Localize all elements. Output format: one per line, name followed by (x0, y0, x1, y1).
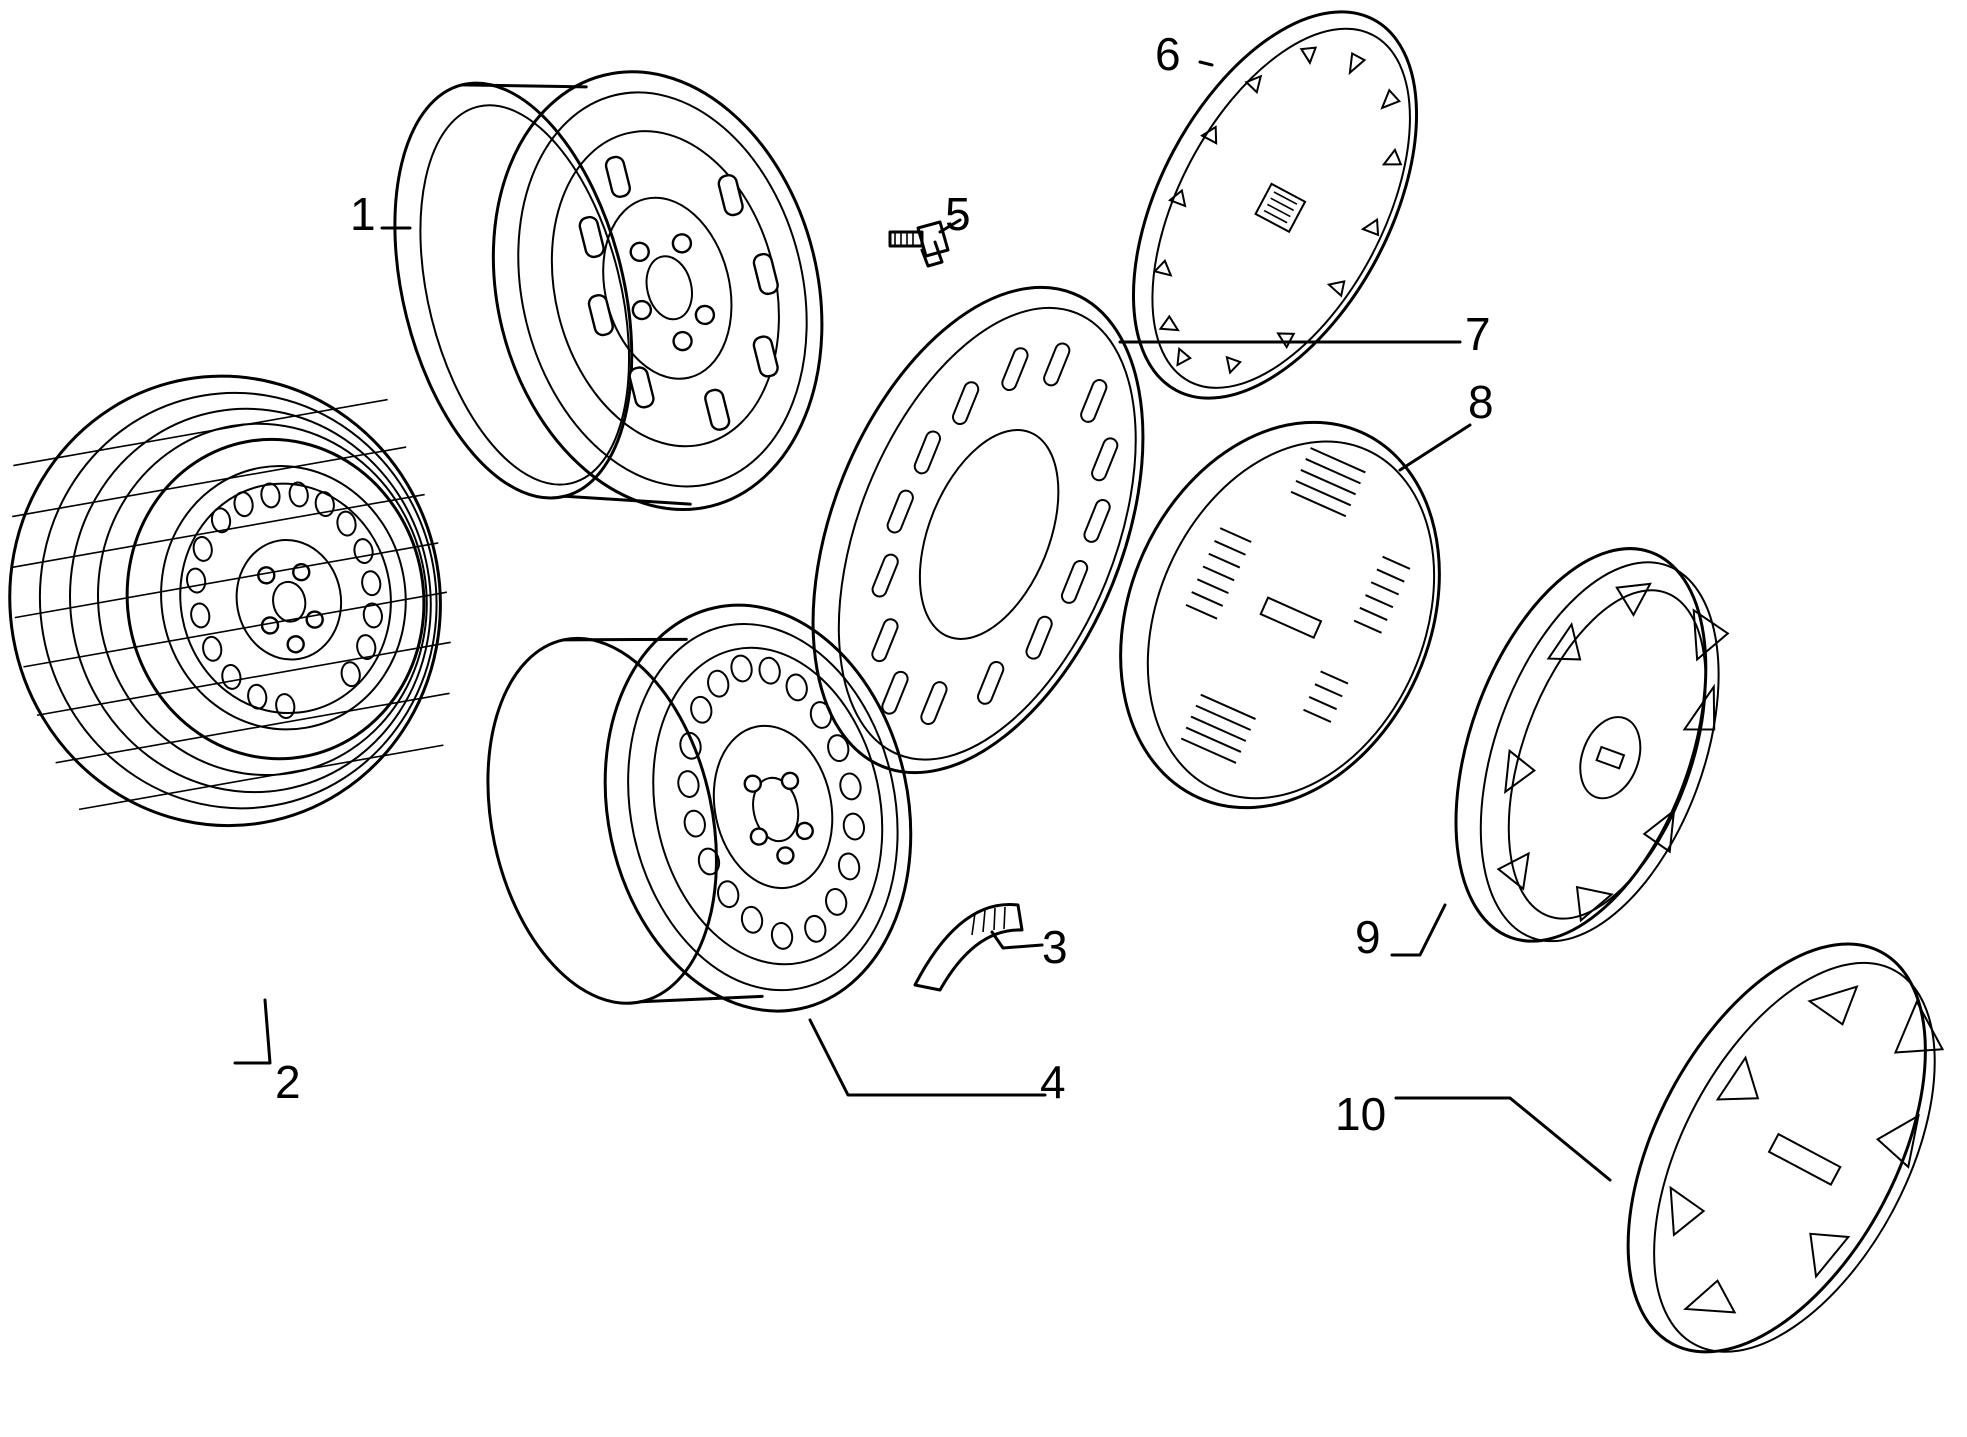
part-6-hubcap-vents (1131, 10, 1419, 400)
label-9: 9 (1355, 911, 1381, 963)
part-1-steel-rim (393, 70, 824, 512)
part-10-hubcap-star (1626, 942, 1945, 1354)
label-8: 8 (1468, 376, 1494, 428)
part-7-hubcap-slotted (811, 285, 1145, 775)
label-6: 6 (1155, 28, 1181, 80)
label-10: 10 (1335, 1088, 1386, 1140)
label-1: 1 (350, 188, 376, 240)
leader-lines (233, 60, 1612, 1182)
label-4: 4 (1040, 1056, 1066, 1108)
part-2-tyre-wheel (8, 374, 451, 828)
part-4-steel-rim (486, 603, 913, 1013)
label-5: 5 (945, 188, 971, 240)
label-2: 2 (275, 1056, 301, 1108)
part-5-wheel-bolt (888, 220, 950, 268)
label-7: 7 (1465, 308, 1491, 360)
part-9-hubcap-spoked (1454, 547, 1730, 943)
label-3: 3 (1042, 921, 1068, 973)
part-3-balance-weight (913, 902, 1024, 992)
part-8-hubcap-louvred (1119, 420, 1441, 810)
part-labels: 1 2 3 4 5 6 7 8 9 10 (275, 28, 1494, 1140)
